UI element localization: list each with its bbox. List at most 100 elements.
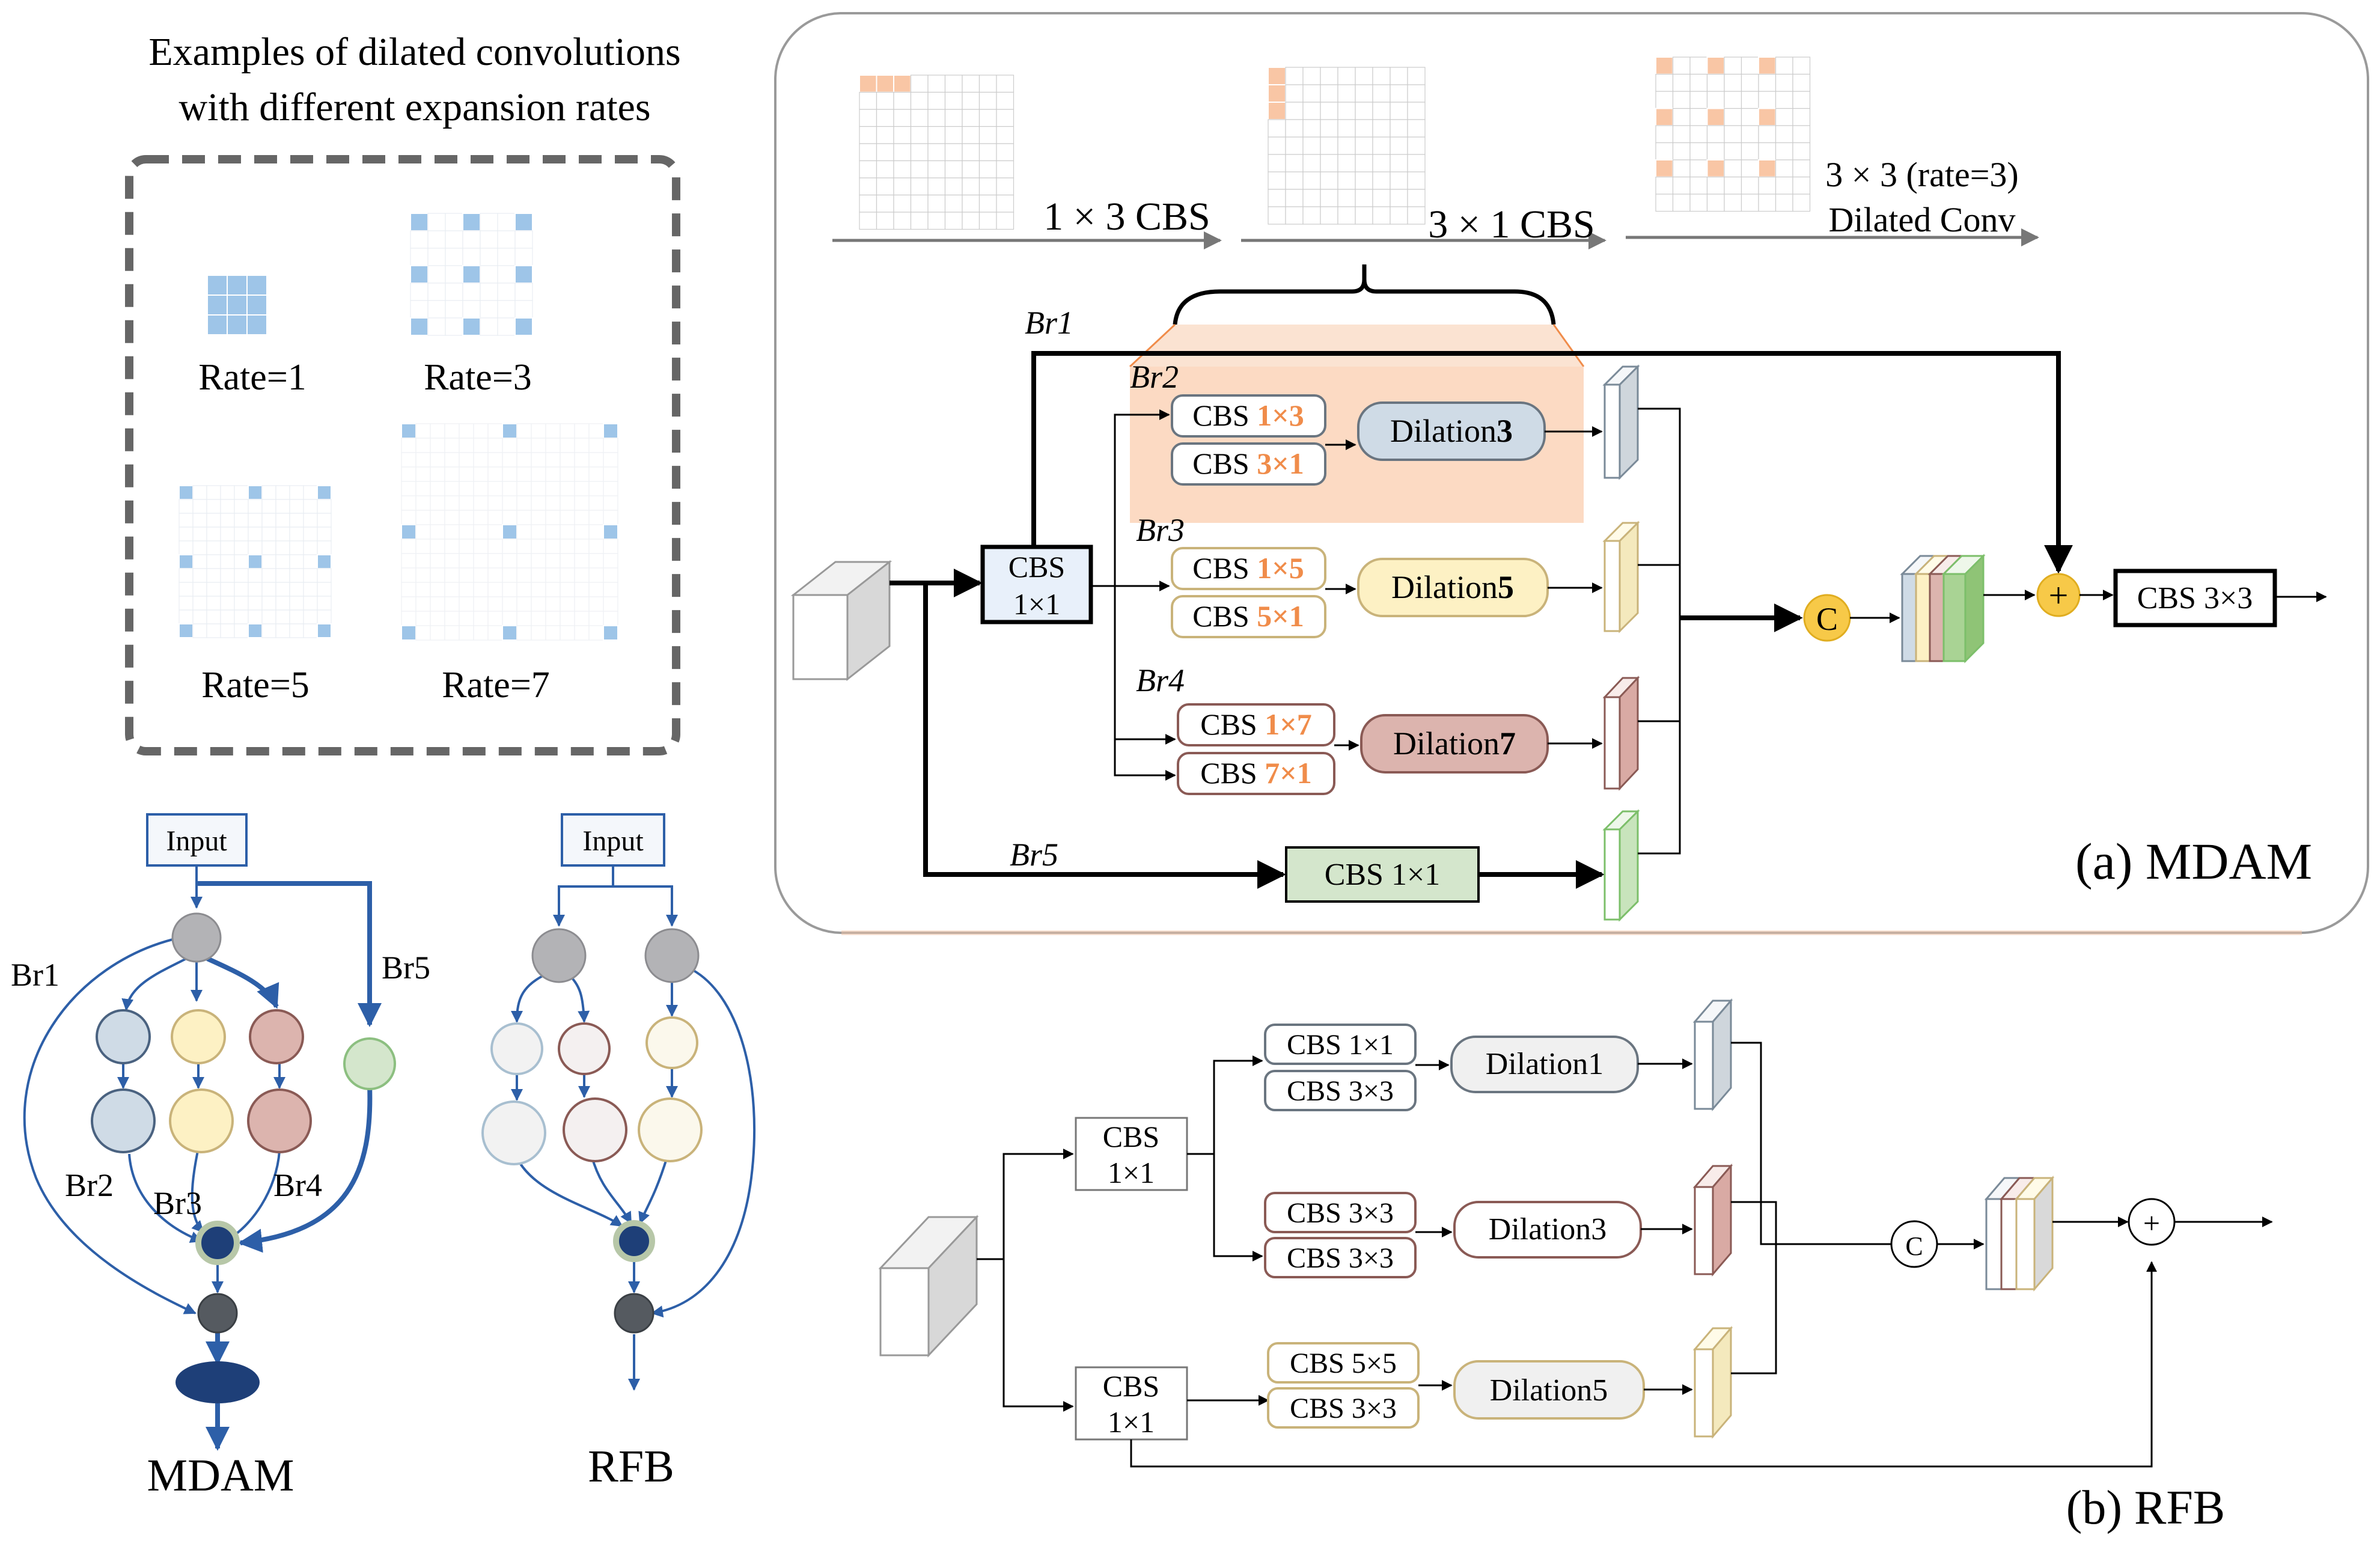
grid-cell	[275, 526, 290, 542]
grid-cell	[1706, 142, 1725, 160]
mdam-graph-node-root	[171, 912, 222, 963]
grid-cell	[1355, 189, 1373, 207]
grid-cell	[317, 582, 332, 597]
grid-cell	[234, 485, 249, 500]
grid-cell	[473, 510, 489, 525]
grid-cell	[401, 438, 416, 453]
grid-cell-filled	[248, 554, 263, 569]
grid-cell	[206, 582, 221, 597]
rfb-graph-node-b	[644, 928, 700, 983]
grid-cell	[1302, 206, 1321, 225]
grid-cell	[516, 438, 532, 453]
grid-cell	[1672, 194, 1691, 212]
grid-cell	[876, 212, 894, 230]
rate3-grid	[410, 213, 533, 336]
dilated-examples: Examples of dilated convolutions with di…	[125, 30, 681, 755]
grid-cell	[462, 248, 481, 266]
grid-cell	[996, 160, 1015, 179]
grid-cell	[531, 423, 546, 439]
grid-cell	[1706, 194, 1725, 212]
grid-cell	[480, 282, 498, 301]
grid-cell	[275, 485, 290, 500]
grid-cell	[473, 539, 489, 554]
grid-cell	[178, 568, 194, 583]
grid-cell	[220, 568, 235, 583]
br4-cbs-b	[1177, 752, 1335, 795]
grid-cell	[444, 466, 460, 482]
grid-cell	[910, 75, 929, 93]
mdam-graph-node-br4b	[247, 1088, 312, 1153]
grid-cell	[275, 513, 290, 528]
grid-cell	[317, 568, 332, 583]
grid-cell	[927, 126, 946, 144]
grid-cell	[859, 91, 877, 110]
grid-cell	[415, 539, 431, 554]
examples-title-2: with different expansion rates	[178, 85, 650, 129]
grid-cell	[234, 554, 249, 569]
grid-cell	[1372, 67, 1391, 85]
grid-cell	[248, 526, 263, 542]
grid-cell	[178, 582, 194, 597]
grid-cell	[427, 265, 446, 284]
grid-cell	[497, 230, 516, 249]
grid-cell	[1302, 102, 1321, 120]
grid-cell	[1775, 56, 1793, 75]
grid-cell	[430, 567, 445, 583]
grid-cell	[317, 499, 332, 514]
grid-cell	[1337, 84, 1356, 103]
grid-cell	[317, 513, 332, 528]
grid-cell	[1741, 108, 1759, 126]
grid-cell	[978, 177, 997, 196]
feat-br5	[1602, 809, 1640, 922]
br3-cbs-a	[1171, 547, 1326, 590]
rfb-b1-cbs-a	[1264, 1024, 1417, 1065]
rfb-graph-node-a	[531, 928, 587, 983]
grid-cell	[588, 596, 604, 612]
grid-cell	[560, 438, 575, 453]
grid-cell	[531, 553, 546, 569]
grid-cell	[497, 248, 516, 266]
grid-cell	[178, 596, 194, 611]
grid-cell	[303, 596, 318, 611]
grid-cell	[560, 524, 575, 540]
grid-cell	[1775, 125, 1793, 144]
grid-cell	[1724, 108, 1742, 126]
cbs-main-box	[980, 545, 1093, 624]
grid-cell	[560, 625, 575, 641]
mdam-graph-node-br3b	[169, 1088, 234, 1153]
grid-cell	[1407, 136, 1426, 155]
grid-cell	[445, 248, 463, 266]
grid-cell	[516, 625, 532, 641]
grid-cell	[1724, 194, 1742, 212]
grid-cell	[1689, 73, 1708, 92]
grid-cell	[1372, 171, 1391, 190]
grid-cell	[516, 539, 532, 554]
grid-cell	[996, 126, 1015, 144]
grid-cell	[430, 452, 445, 468]
grid-cell	[445, 300, 463, 319]
br2-label: Br2	[1130, 359, 1179, 395]
grid-cell	[220, 582, 235, 597]
grid-cell	[487, 539, 503, 554]
grid-cell	[876, 160, 894, 179]
grid-cell	[588, 438, 604, 453]
grid-cell	[261, 596, 276, 611]
grid-cell	[430, 423, 445, 439]
rate7-grid	[401, 423, 618, 641]
grid-cell	[516, 466, 532, 482]
grid-cell-filled	[893, 75, 912, 93]
merge-br5	[1638, 616, 1681, 855]
grid-cell	[444, 524, 460, 540]
grid-cell	[531, 466, 546, 482]
grid-cell	[473, 567, 489, 583]
grid-cell	[560, 481, 575, 496]
grid-cell	[962, 194, 980, 213]
grid-cell-filled	[1758, 108, 1777, 126]
grid-cell	[1285, 67, 1304, 85]
grid-cell	[574, 553, 590, 569]
grid-cell	[978, 160, 997, 179]
grid-cell	[560, 596, 575, 612]
grid-cell	[206, 485, 221, 500]
grid-cell-filled	[1758, 159, 1777, 178]
grid-cell	[588, 495, 604, 511]
